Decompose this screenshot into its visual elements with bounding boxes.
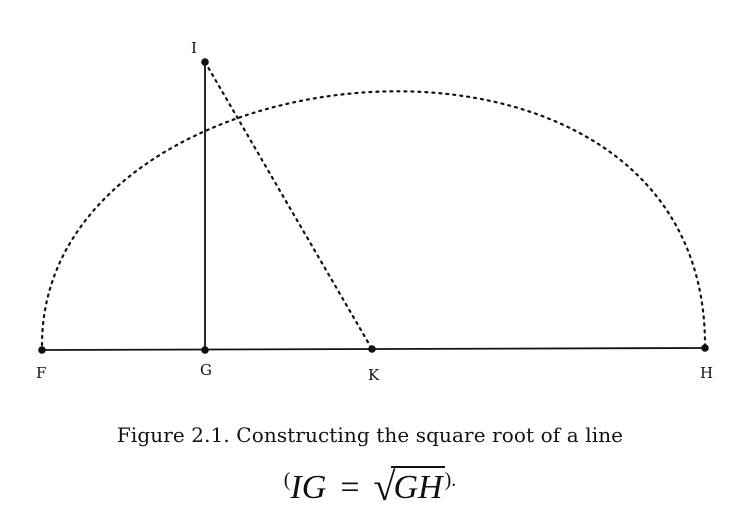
formula-close-paren: ). (444, 469, 457, 491)
point-K (368, 345, 376, 353)
figure-caption: Figure 2.1. Constructing the square root… (116, 423, 624, 447)
formula-line: (IG = √GH). (0, 458, 740, 510)
label-G: G (200, 361, 212, 379)
point-H (701, 344, 709, 352)
label-F: F (36, 364, 46, 382)
formula-lhs: IG (290, 469, 327, 506)
formula-radicand: GH (391, 466, 445, 506)
dotted-radius-IK (203, 60, 374, 351)
geometric-construction-diagram: I F G K H (36, 39, 713, 384)
label-I: I (191, 39, 197, 57)
semicircle-arc (40, 90, 707, 347)
formula: (IG = √GH). (284, 458, 456, 510)
radical-sign: √ (373, 464, 396, 509)
label-H: H (700, 364, 713, 382)
point-F (38, 346, 46, 354)
formula-open-paren: ( (283, 469, 291, 491)
point-G (201, 346, 209, 354)
point-I (201, 58, 209, 66)
formula-equals: = (340, 469, 360, 506)
label-K: K (368, 366, 380, 384)
square-root: √GH (374, 465, 445, 510)
